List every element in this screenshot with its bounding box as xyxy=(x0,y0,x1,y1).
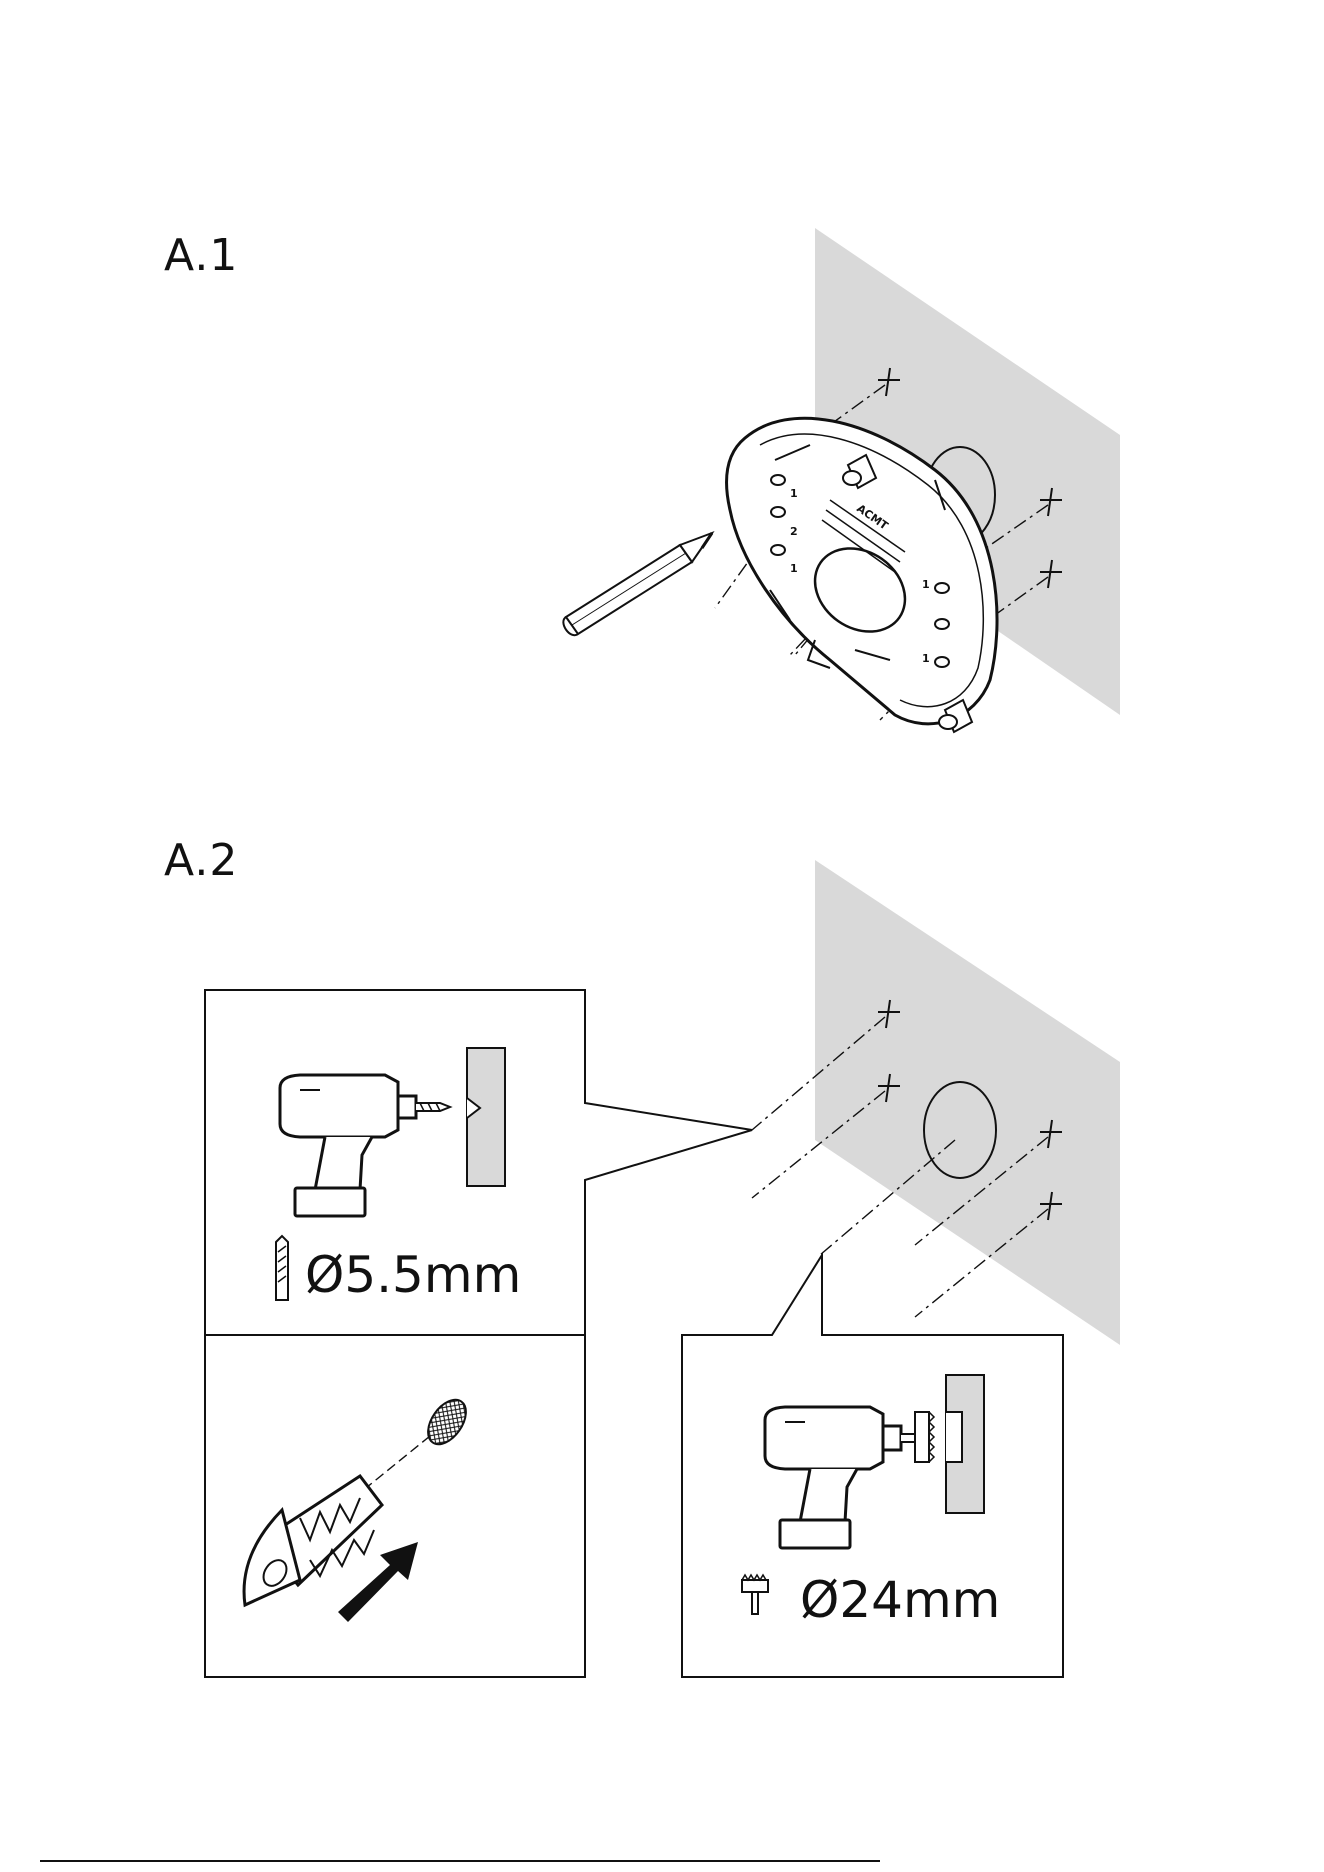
callout-hole-saw: Ø24mm xyxy=(682,1255,1063,1677)
wall-section-icon xyxy=(467,1048,505,1186)
hole-mark-1: 1 xyxy=(790,487,798,500)
page-bottom-rule xyxy=(40,1860,880,1862)
step-a1-illustration: 1 2 1 1 1 ACMT xyxy=(563,228,1120,732)
hole-mark-2: 2 xyxy=(790,525,798,538)
drill-bit-diameter: Ø5.5mm xyxy=(305,1246,521,1304)
anchor-panel xyxy=(205,1335,585,1677)
step-a2-illustration: Ø5.5mm xyxy=(205,860,1120,1677)
drill-bit-icon xyxy=(276,1236,288,1300)
wall-panel-a2 xyxy=(815,860,1120,1345)
callout-drill-bit: Ø5.5mm xyxy=(205,990,752,1335)
hole-mark-3: 1 xyxy=(790,562,798,575)
pencil-icon xyxy=(563,533,712,635)
hole-mark-4: 1 xyxy=(922,578,930,591)
hole-saw-diameter: Ø24mm xyxy=(800,1571,1000,1629)
hole-mark-5: 1 xyxy=(922,652,930,665)
